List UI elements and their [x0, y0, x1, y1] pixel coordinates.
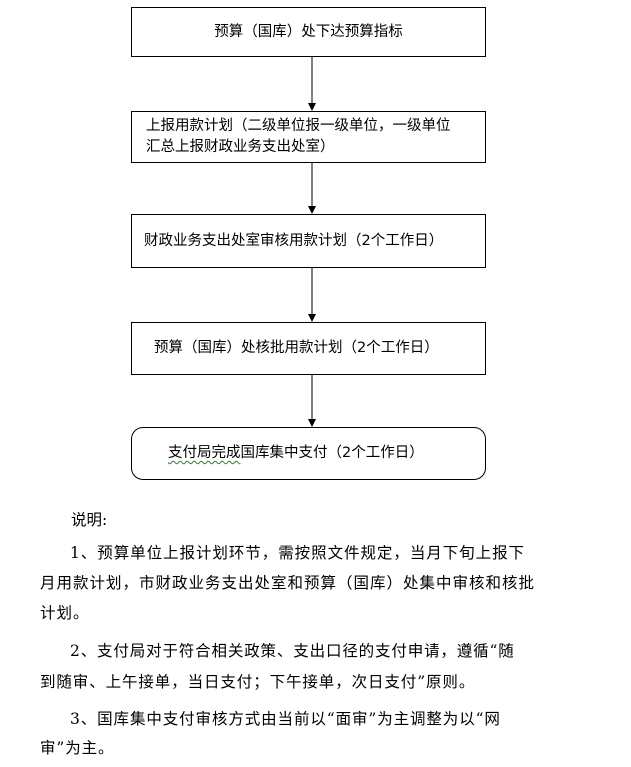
note-2-line-1: 2、支付局对于符合相关政策、支出口径的支付申请，遵循“随	[70, 642, 515, 660]
flow-step-submit-plan: 上报用款计划（二级单位报一级单位，一级单位 汇总上报财政业务支出处室）	[131, 111, 486, 163]
flow-step-approve-plan: 预算（国库）处核批用款计划（2个工作日）	[131, 322, 486, 375]
notes-heading: 说明:	[71, 511, 108, 529]
flow-step-label-line1: 上报用款计划（二级单位报一级单位，一级单位	[146, 118, 451, 134]
flow-step-label-line2: 汇总上报财政业务支出处室）	[146, 139, 335, 155]
note-1-line-2: 月用款计划，市财政业务支出处室和预算（国库）处集中审核和核批	[40, 574, 536, 592]
note-3-line-1: 3、国库集中支付审核方式由当前以“面审”为主调整为以“网	[70, 710, 501, 728]
flow-step-label-underlined: 支付局完成	[168, 445, 241, 461]
flow-step-complete-payment: 支付局完成国库集中支付（2个工作日）	[131, 427, 486, 480]
flow-step-label: 支付局完成国库集中支付（2个工作日）	[132, 443, 436, 464]
note-1-line-1: 1、预算单位上报计划环节，需按照文件规定，当月下旬上报下	[70, 544, 525, 562]
note-2-line-2: 到随审、上午接单，当日支付；下午接单，次日支付”原则。	[40, 673, 476, 691]
note-3-line-2: 审”为主。	[40, 739, 115, 757]
flow-step-label: 上报用款计划（二级单位报一级单位，一级单位 汇总上报财政业务支出处室）	[132, 116, 463, 158]
flow-step-label: 预算（国库）处核批用款计划（2个工作日）	[154, 340, 439, 356]
flow-step-label: 预算（国库）处下达预算指标	[214, 23, 403, 40]
flow-step-review-plan: 财政业务支出处室审核用款计划（2个工作日）	[131, 214, 486, 268]
flow-step-issue-budget: 预算（国库）处下达预算指标	[131, 7, 486, 57]
flow-step-label: 财政业务支出处室审核用款计划（2个工作日）	[144, 232, 444, 249]
note-1-line-3: 计划。	[40, 604, 90, 622]
flow-step-label-rest: 国库集中支付（2个工作日）	[240, 445, 424, 461]
